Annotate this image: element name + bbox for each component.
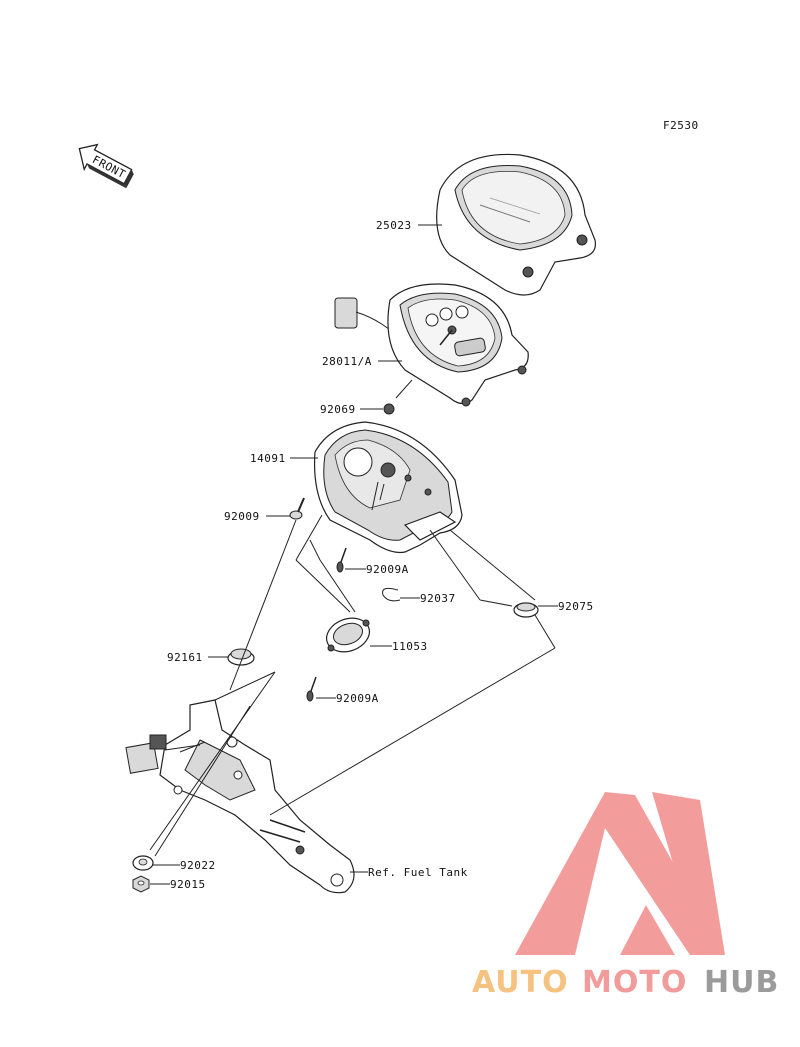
part-label-25023: 25023 (376, 219, 412, 232)
part-label-92009: 92009 (224, 510, 260, 523)
clip-92037 (382, 587, 401, 602)
speedometer-28011a (334, 283, 529, 407)
nut-92069 (383, 403, 395, 415)
ref-fuel-tank-label: Ref. Fuel Tank (368, 866, 468, 879)
part-label-92069: 92069 (320, 403, 356, 416)
watermark-moto: MOTO (582, 965, 687, 1000)
washer-92022 (132, 855, 154, 871)
part-label-11053: 11053 (392, 640, 428, 653)
meter-bracket (125, 699, 355, 894)
screw-92009a-upper (336, 547, 347, 573)
part-label-92009a-lower: 92009A (336, 692, 379, 705)
grommet-92075 (513, 602, 539, 618)
watermark-auto: AUTO (472, 965, 569, 1000)
assembly-leader-lines (149, 514, 556, 857)
part-label-92009a-upper: 92009A (366, 563, 409, 576)
meter-cover-25023 (436, 153, 597, 296)
automotohub-logo-icon: AUTO MOTO HUB (472, 792, 779, 1000)
part-label-92037: 92037 (420, 592, 456, 605)
part-label-14091: 14091 (250, 452, 286, 465)
nut-92015 (132, 875, 150, 893)
gasket-11053 (326, 617, 370, 653)
screw-92009a-lower (306, 676, 317, 702)
part-label-28011a: 28011/A (322, 355, 372, 368)
front-arrow-icon: FRONT (78, 143, 134, 189)
part-label-92022: 92022 (180, 859, 216, 872)
meter-case-14091 (313, 421, 463, 554)
watermark-hub: HUB (704, 965, 779, 1000)
part-label-92015: 92015 (170, 878, 206, 891)
damper-92161 (227, 648, 255, 666)
screw-92009 (289, 497, 305, 520)
part-label-92075: 92075 (558, 600, 594, 613)
part-label-92161: 92161 (167, 651, 203, 664)
figure-code: F2530 (663, 119, 699, 132)
